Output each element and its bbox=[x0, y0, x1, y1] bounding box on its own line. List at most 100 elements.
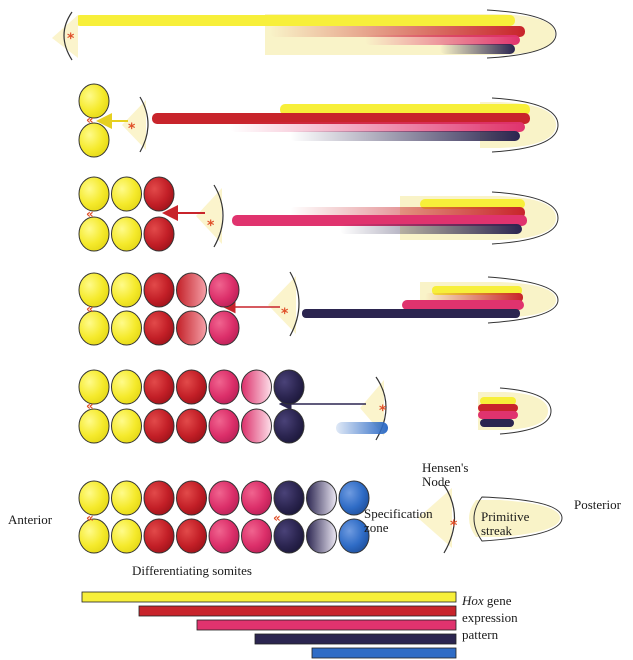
hox-legend: Hox gene expression pattern bbox=[462, 594, 518, 642]
hox-bar-blue bbox=[312, 648, 456, 658]
anterior-label: Anterior bbox=[8, 513, 52, 527]
primitive-streak-label-line2: streak bbox=[481, 524, 529, 538]
somite-red-left bbox=[144, 177, 174, 211]
stage-2 bbox=[100, 97, 558, 152]
differentiating-somites-label: Differentiating somites bbox=[132, 564, 252, 578]
node-asterisk-marker: * bbox=[450, 518, 458, 534]
somite-magpale-left bbox=[242, 370, 272, 404]
somite-red-right bbox=[144, 217, 174, 251]
somite-boundary-marker: « bbox=[86, 207, 94, 221]
somite-boundary-marker: « bbox=[86, 399, 94, 413]
somite-yellow-right bbox=[79, 311, 109, 345]
hox-bar-yellow bbox=[82, 592, 456, 602]
hox-bar-blue bbox=[336, 422, 388, 434]
somite-magenta-left bbox=[209, 273, 239, 307]
hensens-node-label: Hensen's Node bbox=[422, 461, 468, 489]
somite-red-right bbox=[177, 409, 207, 443]
hox-bar-magenta bbox=[402, 300, 524, 310]
somite-boundary-marker: « bbox=[86, 511, 94, 525]
somite-magpale-right bbox=[242, 409, 272, 443]
somite-redmag-left bbox=[177, 273, 207, 307]
hox-bar-magenta bbox=[478, 411, 518, 419]
somite-yellow-right bbox=[112, 409, 142, 443]
somite-navy-left bbox=[274, 481, 304, 515]
somite-yellow-right bbox=[112, 519, 142, 553]
somite-red-left bbox=[144, 481, 174, 515]
somite-magenta-right bbox=[242, 519, 272, 553]
hox-bar-navy bbox=[480, 419, 514, 427]
node-asterisk-marker: * bbox=[128, 121, 136, 137]
somite-pairs bbox=[79, 84, 369, 553]
hox-legend-italic: Hox bbox=[462, 593, 484, 608]
somite-yellow-right bbox=[79, 409, 109, 443]
hox-legend-line3: pattern bbox=[462, 628, 518, 642]
hox-bar-navy bbox=[440, 44, 515, 54]
somite-navypale-right bbox=[307, 519, 337, 553]
somite-magenta-right bbox=[209, 409, 239, 443]
somite-boundary-marker: « bbox=[273, 511, 281, 525]
somite-yellow-right bbox=[112, 217, 142, 251]
hox-bar-navy bbox=[290, 131, 520, 141]
somite-red-right bbox=[177, 519, 207, 553]
somite-magenta-right bbox=[209, 311, 239, 345]
somite-navy-right bbox=[274, 409, 304, 443]
hensens-node-label-line1: Hensen's bbox=[422, 461, 468, 475]
somite-yellow-left bbox=[79, 370, 109, 404]
somite-yellow-left bbox=[79, 481, 109, 515]
somite-yellow-left bbox=[112, 481, 142, 515]
hox-bar-magenta bbox=[197, 620, 456, 630]
node-asterisk-marker: * bbox=[207, 218, 215, 234]
somite-navypale-left bbox=[307, 481, 337, 515]
somite-red-right bbox=[144, 409, 174, 443]
somite-boundary-marker: « bbox=[86, 113, 94, 127]
hox-legend-line2: expression bbox=[462, 611, 518, 625]
stage-3 bbox=[166, 185, 558, 247]
hox-legend-line1: Hox gene bbox=[462, 594, 518, 608]
hox-bar-magenta bbox=[230, 122, 525, 132]
somite-magenta-left bbox=[209, 370, 239, 404]
hox-bar-navy bbox=[340, 224, 522, 234]
somite-magenta-left bbox=[242, 481, 272, 515]
hox-bar-yellow bbox=[75, 15, 515, 26]
primitive-streak-label: Primitive streak bbox=[481, 510, 529, 538]
somite-yellow-left bbox=[79, 177, 109, 211]
specification-zone-label-line2: zone bbox=[364, 521, 433, 535]
somite-magenta-right bbox=[209, 519, 239, 553]
somite-red-right bbox=[144, 519, 174, 553]
hox-bar-navy bbox=[255, 634, 456, 644]
somite-magenta-left bbox=[209, 481, 239, 515]
somite-yellow-right bbox=[79, 519, 109, 553]
somite-yellow-right bbox=[79, 123, 109, 157]
somite-red-left bbox=[144, 273, 174, 307]
posterior-label: Posterior bbox=[574, 498, 621, 512]
node-asterisk-marker: * bbox=[281, 306, 289, 322]
specification-zone-label: Specification zone bbox=[364, 507, 433, 535]
somite-yellow-left bbox=[79, 84, 109, 118]
node-asterisk-marker: * bbox=[379, 403, 387, 419]
specification-zone-label-line1: Specification bbox=[364, 507, 433, 521]
somite-navy-left bbox=[274, 370, 304, 404]
hox-bar-navy bbox=[302, 309, 520, 318]
somite-yellow-right bbox=[112, 311, 142, 345]
primitive-streak-label-line1: Primitive bbox=[481, 510, 529, 524]
hox-expression-bars bbox=[82, 592, 456, 658]
hensens-node bbox=[268, 276, 296, 334]
somite-red-right bbox=[144, 311, 174, 345]
somite-yellow-left bbox=[112, 273, 142, 307]
hensens-node-label-line2: Node bbox=[422, 475, 468, 489]
hensens-node bbox=[196, 188, 222, 244]
somite-yellow-left bbox=[112, 370, 142, 404]
somite-yellow-left bbox=[79, 273, 109, 307]
somite-red-left bbox=[177, 370, 207, 404]
hox-legend-gene: gene bbox=[484, 593, 512, 608]
hox-bar-red bbox=[478, 404, 518, 412]
somite-red-left bbox=[144, 370, 174, 404]
somite-yellow-right bbox=[79, 217, 109, 251]
somite-boundary-marker: « bbox=[86, 302, 94, 316]
somite-red-left bbox=[177, 481, 207, 515]
hox-bar-magenta bbox=[365, 35, 520, 45]
somite-yellow-left bbox=[112, 177, 142, 211]
stage-4 bbox=[226, 272, 558, 336]
stage-1 bbox=[52, 10, 556, 60]
